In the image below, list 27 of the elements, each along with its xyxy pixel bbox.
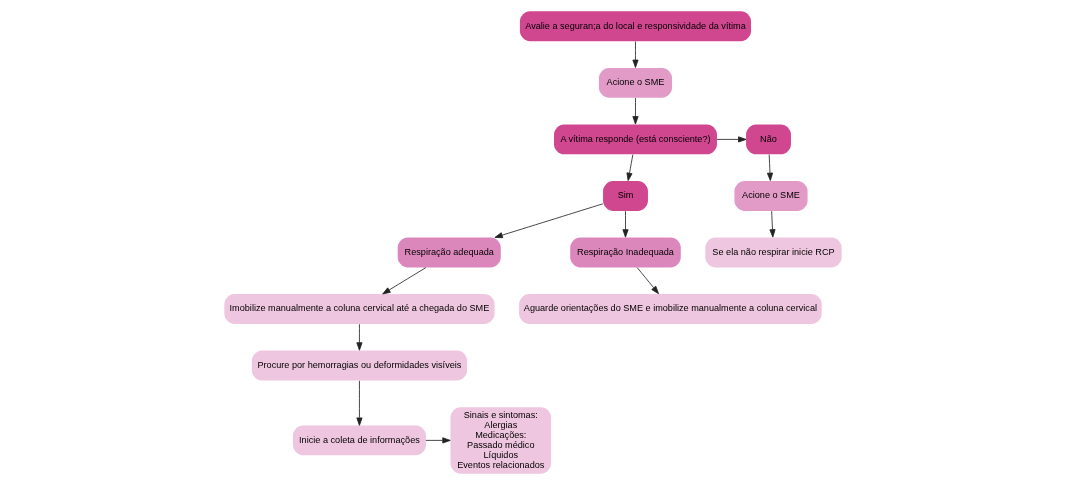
node-box: Respiração Inadequada [570,237,681,268]
arrow [622,210,629,238]
arrow [494,203,604,239]
node-box: Acione o SME [598,67,673,98]
arrow [632,97,639,125]
node-box: Não [746,124,791,155]
arrow [716,136,747,143]
node-box: Imobilize manualmente a coluna cervical até a chegada do SME [224,294,495,324]
node-box: Se ela não respirar inicie RCP [705,237,842,268]
arrow [382,267,427,295]
arrow [632,41,639,68]
arrow [425,437,451,444]
arrow [636,267,659,295]
node-box: A vítima responde (está consciente?) [554,124,717,155]
arrow [356,323,363,351]
node-box: Sinais e sintomas: Alergias Medicações: Passado médico Líquidos Eventos relacionados [450,407,552,474]
node-box: Avalie a seguran;a do local e responsividade da vítima [519,11,752,42]
node-box: Sim [603,180,648,211]
node-box: Inicie a coleta de informações [292,425,426,456]
node-box: Aguarde orientações do SME e imobilize manualmente a coluna cervical [519,294,822,324]
arrow [626,154,634,181]
node-box: Procure por hemorragias ou deformidades visíveis [251,350,468,381]
arrow [769,210,776,238]
arrow [766,154,774,181]
arrow [356,380,363,426]
node-box: Respiração adequada [397,237,501,268]
node-box: Acione o SME [734,180,808,211]
